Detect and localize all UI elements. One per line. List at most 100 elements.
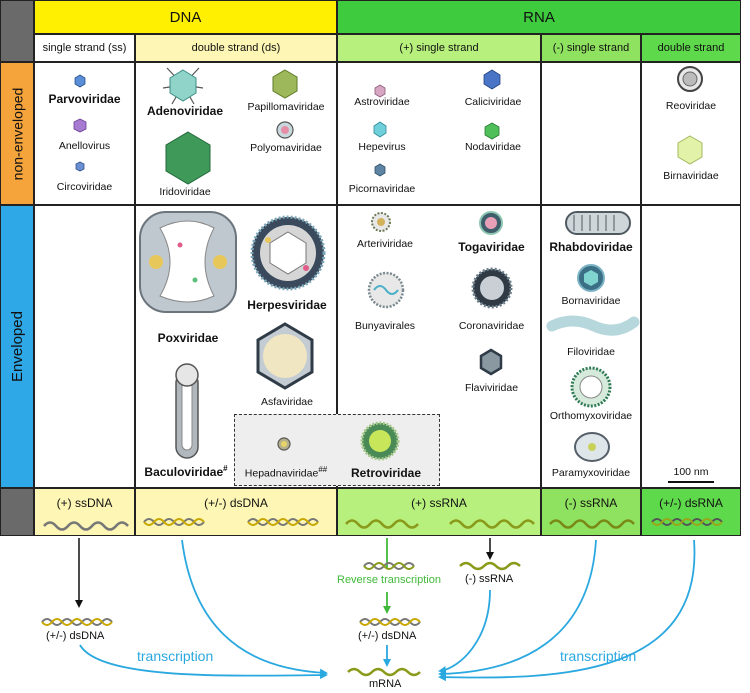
cell-e-dsdna bbox=[135, 205, 337, 488]
label-retroviridae: Retroviridae bbox=[350, 466, 422, 480]
label-polyomaviridae: Polyomaviridae bbox=[250, 142, 322, 154]
paramyxoviridae-icon bbox=[574, 432, 610, 462]
label-asfaviridae: Asfaviridae bbox=[261, 396, 313, 408]
herpesviridae-icon bbox=[250, 215, 326, 291]
picornaviridae-icon bbox=[374, 163, 386, 177]
iridoviridae-icon bbox=[165, 131, 211, 185]
togaviridae-icon bbox=[479, 211, 503, 235]
non-enveloped-row-label: non-enveloped bbox=[0, 62, 34, 205]
rt-dsdna-strand bbox=[359, 618, 421, 626]
label-adenoviridae: Adenoviridae bbox=[146, 104, 224, 118]
retroviridae-icon bbox=[360, 421, 400, 461]
label-flaviviridae: Flaviviridae bbox=[464, 382, 519, 394]
arteriviridae-icon bbox=[371, 212, 391, 232]
asfaviridae-icon bbox=[256, 322, 314, 390]
strand-dsdna bbox=[143, 518, 319, 526]
cell-ne-dsdna bbox=[135, 62, 337, 205]
rhabdoviridae-icon bbox=[565, 211, 631, 235]
hepadnaviridae-superscript: ## bbox=[318, 465, 328, 474]
reverse-transcription-label: Reverse transcription bbox=[337, 574, 441, 586]
transcription-label-right: transcription bbox=[560, 648, 637, 664]
birnaviridae-icon bbox=[677, 135, 703, 165]
cell-e-dsrna bbox=[641, 205, 741, 488]
genome-row-corner bbox=[0, 488, 34, 536]
minus-ss-rna-subheader: (-) single strand bbox=[541, 34, 641, 62]
genome-label-minusrna: (-) ssRNA bbox=[564, 496, 618, 510]
arrow-dsrna-to-mrna bbox=[438, 539, 696, 682]
rna-header: RNA bbox=[337, 0, 741, 34]
label-nodaviridae: Nodaviridae bbox=[464, 141, 522, 153]
label-rhabdoviridae: Rhabdoviridae bbox=[549, 240, 633, 254]
label-coronaviridae: Coronaviridae bbox=[458, 320, 525, 332]
mrna-label: mRNA bbox=[369, 678, 402, 690]
reoviridae-icon bbox=[677, 66, 703, 92]
label-picornaviridae: Picornaviridae bbox=[348, 183, 416, 195]
genome-label-dsrna: (+/-) dsRNA bbox=[659, 496, 723, 510]
hepadnaviridae-icon bbox=[277, 437, 291, 451]
strand-plus-ssrna bbox=[345, 519, 535, 529]
strand-minus-ssrna bbox=[549, 519, 635, 529]
ds-rna-subheader: double strand bbox=[641, 34, 741, 62]
circoviridae-icon bbox=[75, 161, 85, 172]
genome-cell-dsdna bbox=[135, 488, 337, 536]
bunyavirales-icon bbox=[367, 271, 405, 309]
genome-label-dsdna: (+/-) dsDNA bbox=[204, 496, 268, 510]
astroviridae-icon bbox=[374, 84, 386, 98]
cell-ne-dsrna bbox=[641, 62, 741, 205]
label-bunyavirales: Bunyavirales bbox=[354, 320, 416, 332]
parvoviridae-icon bbox=[74, 74, 86, 88]
cell-ne-minusrna bbox=[541, 62, 641, 205]
label-reoviridae: Reoviridae bbox=[665, 100, 717, 112]
genome-cell-plusrna bbox=[337, 488, 541, 536]
cell-e-minusrna bbox=[541, 205, 641, 488]
ds-dna-subheader: double strand (ds) bbox=[135, 34, 337, 62]
hepadnaviridae-name: Hepadnaviridae bbox=[244, 467, 319, 480]
label-parvoviridae: Parvoviridae bbox=[48, 92, 121, 106]
arrow-dsdna-to-mrna bbox=[181, 539, 328, 677]
plus-ss-rna-subheader: (+) single strand bbox=[337, 34, 541, 62]
bornaviridae-icon bbox=[577, 264, 605, 292]
label-astroviridae: Astroviridae bbox=[354, 96, 410, 108]
cell-e-ssdna bbox=[34, 205, 135, 488]
dsdna-intermediate-label: (+/-) dsDNA bbox=[46, 630, 105, 642]
genome-label-plusrna: (+) ssRNA bbox=[411, 496, 467, 510]
label-paramyxoviridae: Paramyxoviridae bbox=[551, 467, 631, 479]
label-circoviridae: Circoviridae bbox=[56, 181, 113, 193]
label-baculoviridae: Baculoviridae# bbox=[136, 464, 236, 479]
genome-label-ssdna: (+) ssDNA bbox=[56, 496, 113, 510]
baculoviridae-icon bbox=[175, 363, 199, 459]
baculoviridae-superscript: # bbox=[223, 464, 228, 473]
adenoviridae-icon bbox=[162, 67, 204, 105]
caliciviridae-icon bbox=[483, 69, 501, 90]
anellovirus-icon bbox=[73, 118, 87, 133]
strand-ssdna bbox=[43, 521, 129, 531]
strand-dsrna bbox=[651, 518, 723, 526]
label-poxviridae: Poxviridae bbox=[157, 331, 219, 345]
enveloped-row-label: Enveloped bbox=[0, 205, 34, 488]
label-arteriviridae: Arteriviridae bbox=[356, 238, 414, 250]
papillomaviridae-icon bbox=[272, 69, 298, 99]
label-hepevirus: Hepevirus bbox=[358, 141, 406, 153]
genome-cell-dsrna bbox=[641, 488, 741, 536]
filoviridae-icon bbox=[546, 315, 640, 336]
scale-bar-label: 100 nm bbox=[673, 466, 709, 478]
label-birnaviridae: Birnaviridae bbox=[663, 170, 719, 182]
label-togaviridae: Togaviridae bbox=[458, 240, 525, 254]
nodaviridae-icon bbox=[484, 122, 500, 140]
coronaviridae-icon bbox=[471, 267, 513, 309]
arrow-minus-rna-intermediate-to-mrna bbox=[438, 589, 491, 675]
reverse-transcribing-box bbox=[234, 414, 440, 486]
flaviviridae-icon bbox=[479, 348, 503, 376]
rt-dsdna-label: (+/-) dsDNA bbox=[358, 630, 417, 642]
arrow-dsdna-intermediate-to-mrna bbox=[79, 644, 328, 680]
minus-rna-intermediate-strand bbox=[459, 561, 521, 571]
minus-ssrna-intermediate-label: (-) ssRNA bbox=[465, 573, 514, 585]
poxviridae-icon bbox=[139, 211, 237, 313]
cell-e-plusrna bbox=[337, 205, 541, 488]
label-orthomyxoviridae: Orthomyxoviridae bbox=[549, 410, 633, 422]
label-anellovirus: Anellovirus bbox=[58, 140, 111, 152]
corner-cell bbox=[0, 0, 34, 62]
label-herpesviridae: Herpesviridae bbox=[247, 298, 327, 312]
cell-ne-ssdna bbox=[34, 62, 135, 205]
